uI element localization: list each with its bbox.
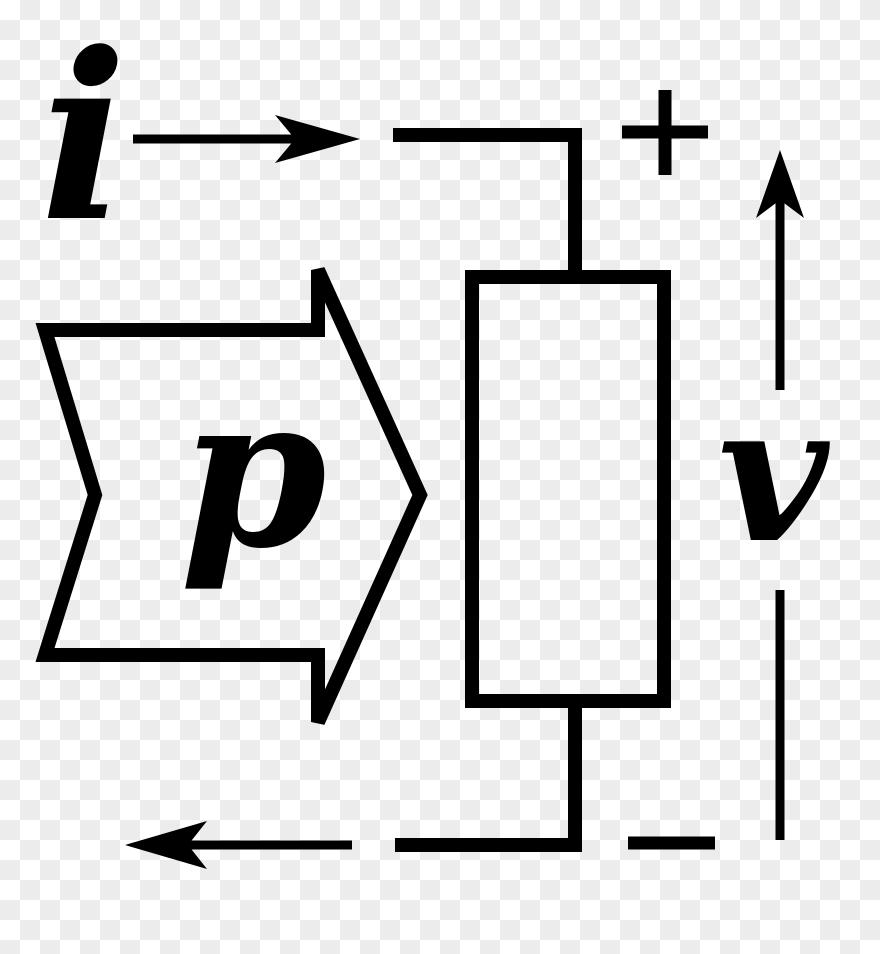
voltage-arrow — [756, 150, 804, 840]
power-arrow — [35, 267, 428, 725]
plus-sign: + — [0, 0, 708, 175]
current-arrow-top — [133, 115, 360, 163]
power-label: p — [180, 348, 327, 595]
svg-text:+: + — [0, 0, 1, 1]
current-label: i — [40, 3, 127, 273]
circuit-element-box — [465, 270, 671, 708]
bottom-wire — [395, 706, 582, 852]
svg-text:−: − — [0, 0, 1, 1]
top-wire — [393, 128, 582, 272]
voltage-label: v — [718, 362, 831, 585]
minus-sign: − — [0, 0, 715, 850]
current-arrow-bottom — [125, 821, 352, 869]
